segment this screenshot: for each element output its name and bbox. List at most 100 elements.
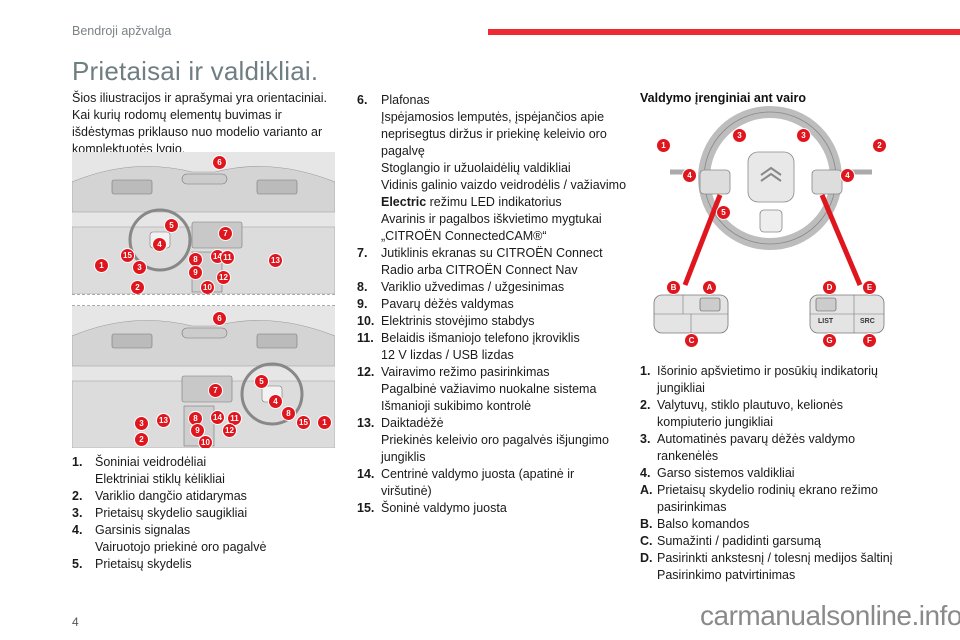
list-item: A.Prietaisų skydelio rodinių ekrano reži… — [640, 482, 915, 516]
callout-badge: B — [666, 280, 681, 295]
item-text: režimu LED indikatorius — [426, 195, 562, 209]
item-line: Išorinio apšvietimo ir posūkių indikator… — [657, 364, 878, 378]
callout-badge: D — [822, 280, 837, 295]
callout-badge: C — [684, 333, 699, 348]
callout-badge: 4 — [268, 394, 283, 409]
callout-badge: 4 — [152, 237, 167, 252]
steering-controls-list: 1.Išorinio apšvietimo ir posūkių indikat… — [640, 363, 915, 584]
item-lines: Garso sistemos valdikliai — [657, 465, 795, 482]
list-item: 4. Garso sistemos valdikliai — [640, 465, 915, 482]
callout-badge: 8 — [188, 252, 203, 267]
item-line: Balso komandos — [657, 517, 750, 531]
callout-badge: 5 — [164, 218, 179, 233]
item-number: 13. — [357, 416, 375, 430]
item-line: Sumažinti / padidinti garsumą — [657, 534, 821, 548]
item-number: 4. — [640, 466, 651, 480]
list-item: 1.Išorinio apšvietimo ir posūkių indikat… — [640, 363, 915, 397]
item-number: B. — [640, 517, 653, 531]
item-lines: Prietaisų skydelio saugikliai — [95, 505, 247, 522]
item-line: Pavarų dėžės valdymas — [381, 297, 514, 311]
item-line: „CITROËN ConnectedCAM®“ — [381, 229, 547, 243]
item-line: Garsinis signalas — [95, 523, 191, 537]
list-item: 9. Pavarų dėžės valdymas — [357, 296, 642, 313]
callout-badge: 1 — [656, 138, 671, 153]
callout-badge: 6 — [212, 155, 227, 170]
list-item: C.Sumažinti / padidinti garsumą — [640, 533, 915, 550]
item-lines: Prietaisų skydelis — [95, 556, 192, 573]
callout-badge: F — [862, 333, 877, 348]
item-number: 2. — [640, 398, 651, 412]
item-lines: Variklio užvedimas / užgesinimas — [381, 279, 564, 296]
item-line: Garso sistemos valdikliai — [657, 466, 795, 480]
item-line: Variklio užvedimas / užgesinimas — [381, 280, 565, 294]
item-number: 8. — [357, 280, 368, 294]
callout-badge: 6 — [212, 311, 227, 326]
steering-controls-heading: Valdymo įrenginiai ant vairo — [640, 91, 807, 105]
item-lines: Sumažinti / padidinti garsumą — [657, 533, 821, 550]
thumbwheel-d — [815, 297, 837, 312]
item-number: 15. — [357, 501, 375, 515]
item-line: Electric režimu LED indikatorius — [381, 194, 626, 211]
page-number: 4 — [72, 615, 79, 629]
item-line: Vairuotojo priekinė oro pagalvė — [95, 540, 267, 554]
item-line: jungikliai — [657, 381, 705, 395]
item-line: Šoniniai veidrodėliai — [95, 455, 207, 469]
list-item: 3. Prietaisų skydelio saugikliai — [72, 505, 342, 522]
item-number: 3. — [640, 432, 651, 446]
callout-badge: 3 — [796, 128, 811, 143]
item-number: 6. — [357, 93, 368, 107]
steering-wheel-drawing — [653, 106, 885, 334]
item-line: Avarinis ir pagalbos iškvietimo mygtukai — [381, 212, 602, 226]
item-lines: Šoninė valdymo juosta — [381, 500, 507, 517]
callout-badge: 5 — [716, 205, 731, 220]
callout-badge: 10 — [200, 280, 215, 294]
callout-badge: 4 — [840, 168, 855, 183]
item-number: 9. — [357, 297, 368, 311]
pointer-left — [682, 194, 723, 286]
item-line: Prietaisų skydelio rodinių ekrano režimo — [657, 483, 878, 497]
item-line: Centrinė valdymo juosta (apatinė ir — [381, 467, 575, 481]
callout-badge: 3 — [134, 416, 149, 431]
callout-badge: 2 — [134, 432, 149, 447]
callout-badge: 7 — [218, 226, 233, 241]
item-number: 2. — [72, 489, 83, 503]
item-line: Variklio dangčio atidarymas — [95, 489, 247, 503]
item-number: 1. — [72, 455, 83, 469]
intro-text: Šios iliustracijos ir aprašymai yra orie… — [72, 91, 327, 156]
item-lines: Pavarų dėžės valdymas — [381, 296, 514, 313]
item-number: 3. — [72, 506, 83, 520]
dashboard-drawing-rhd — [72, 306, 335, 448]
item-line: pagalvę — [381, 144, 425, 158]
list-item: 11.Belaidis išmaniojo telefono įkrovikli… — [357, 330, 642, 364]
section-header: Bendroji apžvalga — [72, 24, 172, 38]
callout-badge: 8 — [281, 406, 296, 421]
callout-badge: 7 — [208, 383, 223, 398]
item-line: Elektriniai stiklų kėlikliai — [95, 472, 225, 486]
item-number: 10. — [357, 314, 375, 328]
list-item: 8. Variklio užvedimas / užgesinimas — [357, 279, 642, 296]
callout-badge: 11 — [220, 250, 235, 265]
list-item: 2. Variklio dangčio atidarymas — [72, 488, 342, 505]
item-number: 4. — [72, 523, 83, 537]
list-item: D.Pasirinkti ankstesnį / tolesnį medijos… — [640, 550, 915, 584]
item-line: Elektrinis stovėjimo stabdys — [381, 314, 535, 328]
item-line: Automatinės pavarų dėžės valdymo — [657, 432, 856, 446]
item-number: 12. — [357, 365, 375, 379]
item-number: 14. — [357, 467, 375, 481]
callout-badge: 15 — [120, 248, 135, 263]
item-number: 7. — [357, 246, 368, 260]
list-item: B. Balso komandos — [640, 516, 915, 533]
callout-badge: 9 — [188, 265, 203, 280]
item-line: Radio arba CITROËN Connect Nav — [381, 263, 578, 277]
